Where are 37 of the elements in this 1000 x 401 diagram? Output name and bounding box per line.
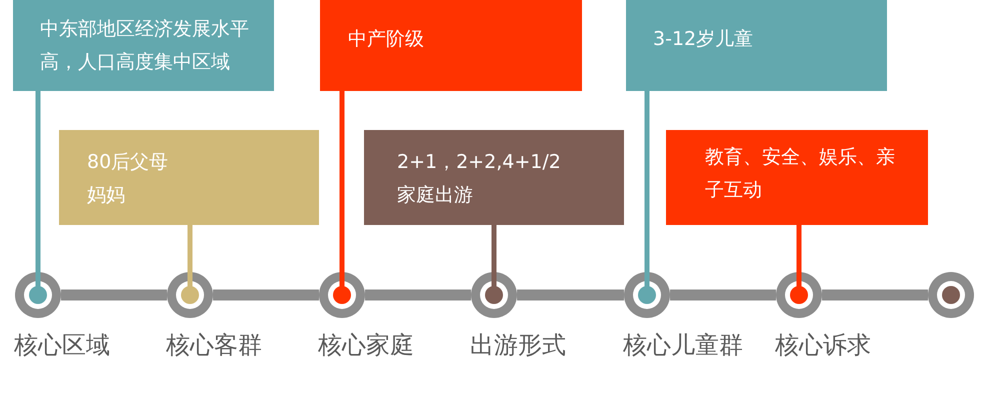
info-box xyxy=(626,0,887,91)
timeline-bar xyxy=(670,290,776,300)
info-text: 中东部地区经济发展水平高，人口高度集中区域 xyxy=(40,17,250,75)
ring-marker-icon xyxy=(167,272,213,318)
connector-line xyxy=(796,225,802,272)
connector-line xyxy=(644,91,650,272)
connector-line xyxy=(36,91,40,272)
ring-marker-icon xyxy=(471,272,517,318)
info-text: 2+1，2+2,4+1/2家庭出游 xyxy=(397,150,562,208)
connector-line xyxy=(492,225,496,272)
info-text: 3-12岁儿童 xyxy=(653,27,754,52)
ring-marker-icon xyxy=(624,272,670,318)
timeline-label: 核心家庭 xyxy=(318,330,414,360)
timeline-label: 核心诉求 xyxy=(775,330,871,360)
info-box xyxy=(364,130,624,225)
connector-line xyxy=(188,225,192,272)
timeline-bar xyxy=(61,290,167,300)
timeline-label: 核心儿童群 xyxy=(623,330,743,360)
info-text: 80后父母妈妈 xyxy=(87,150,170,208)
info-text: 教育、安全、娱乐、亲子互动 xyxy=(705,145,896,203)
timeline-bar xyxy=(365,290,471,300)
timeline-bar xyxy=(517,290,624,300)
ring-marker-icon xyxy=(928,272,974,318)
info-box xyxy=(13,0,274,91)
ring-marker-icon xyxy=(776,272,822,318)
info-box xyxy=(666,130,928,225)
timeline-bar xyxy=(822,290,928,300)
info-box xyxy=(59,130,319,225)
timeline-label: 出游形式 xyxy=(470,330,566,360)
ring-marker-icon xyxy=(319,272,365,318)
connector-line xyxy=(340,91,344,272)
timeline-label: 核心客群 xyxy=(166,330,262,360)
ring-marker-icon xyxy=(15,272,61,318)
info-text: 中产阶级 xyxy=(348,27,425,52)
info-box xyxy=(320,0,582,91)
timeline-bar xyxy=(213,290,319,300)
timeline-label: 核心区域 xyxy=(14,330,110,360)
